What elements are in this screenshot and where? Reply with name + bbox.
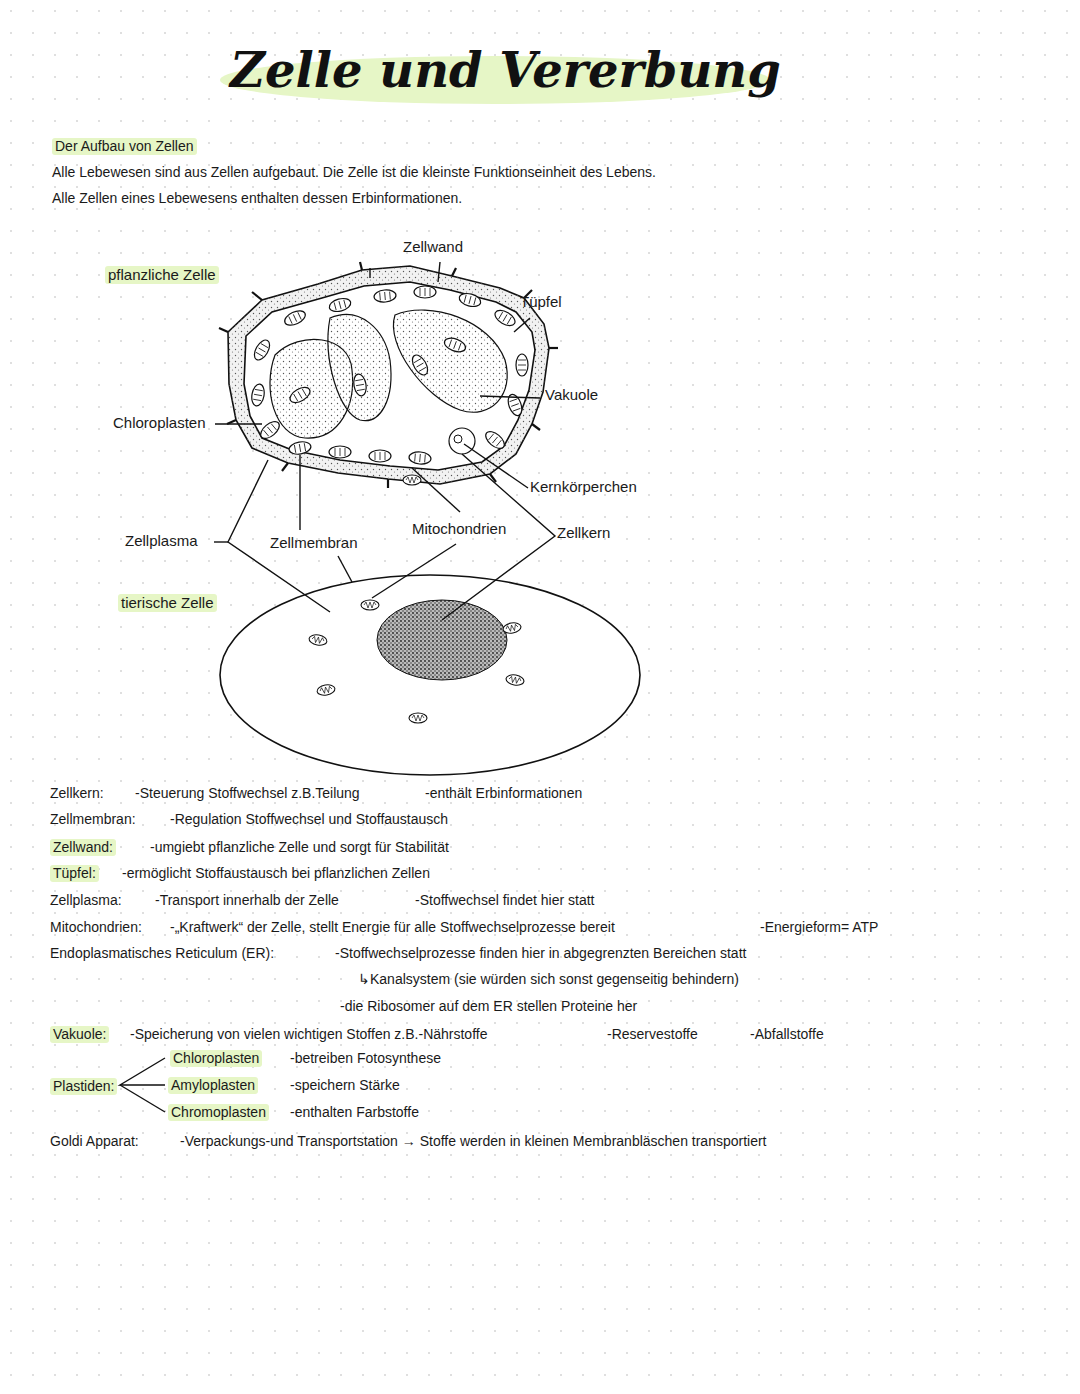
note-text: Der Aufbau von Zellen (52, 138, 197, 155)
definition-text: -„Kraftwerk“ der Zelle, stellt Energie f… (170, 919, 615, 936)
animal-cell (220, 475, 640, 775)
definition-text: Zellplasma: (50, 892, 122, 909)
part-label: Zellplasma (125, 532, 198, 550)
definition-text: Mitochondrien: (50, 919, 142, 936)
part-label: Zellkern (557, 524, 610, 542)
note-text: Alle Zellen eines Lebewesens enthalten d… (52, 190, 462, 207)
definition-text: Chloroplasten (170, 1050, 262, 1067)
definition-text: -Energieform= ATP (760, 919, 878, 936)
nucleus (377, 600, 507, 680)
part-label: Zellwand (403, 238, 463, 256)
definition-text: -Abfallstoffe (750, 1026, 824, 1043)
definition-text: Plastiden: (50, 1078, 117, 1095)
definition-text: -Stoffwechselprozesse finden hier in abg… (335, 945, 746, 962)
cell-wall (228, 266, 549, 484)
definition-text: -Stoffwechsel findet hier statt (415, 892, 595, 909)
plant-cell (219, 262, 558, 488)
definition-text: -die Ribosomer auf dem ER stellen Protei… (340, 998, 637, 1015)
definition-text: -Verpackungs-und Transportstation → Stof… (180, 1133, 767, 1150)
definition-text: Chromoplasten (168, 1104, 269, 1121)
definition-text: -ermöglicht Stoffaustausch bei pflanzlic… (122, 865, 430, 882)
part-label: pflanzliche Zelle (105, 266, 219, 284)
part-label: Mitochondrien (412, 520, 506, 538)
definition-text: -Speicherung von vielen wichtigen Stoffe… (130, 1026, 487, 1043)
definition-text: -umgiebt pflanzliche Zelle und sorgt für… (150, 839, 449, 856)
definition-text: Vakuole: (50, 1026, 109, 1043)
definition-text: -Regulation Stoffwechsel und Stoffaustau… (170, 811, 448, 828)
definition-text: -speichern Stärke (290, 1077, 400, 1094)
definition-text: Tüpfel: (50, 865, 99, 882)
part-label: Kernkörperchen (530, 478, 637, 496)
definition-text: Amyloplasten (168, 1077, 258, 1094)
definition-text: -enthalten Farbstoffe (290, 1104, 419, 1121)
part-label: Chloroplasten (113, 414, 206, 432)
definition-text: -Steuerung Stoffwechsel z.B.Teilung (135, 785, 360, 802)
nucleus (449, 428, 475, 454)
pits (219, 262, 558, 488)
definition-text: Zellwand: (50, 839, 116, 856)
definition-text: -betreiben Fotosynthese (290, 1050, 441, 1067)
page-title: Zelle und Vererbung (230, 42, 781, 98)
note-text: Alle Lebewesen sind aus Zellen aufgebaut… (52, 164, 656, 181)
part-label: Zellmembran (270, 534, 358, 552)
part-label: Tüpfel (520, 293, 562, 311)
cell-membrane (220, 575, 640, 775)
part-label: tierische Zelle (118, 594, 217, 612)
definition-text: Zellkern: (50, 785, 104, 802)
chloroplasts (250, 286, 528, 465)
definition-text: ↳Kanalsystem (sie würden sich sonst gege… (358, 971, 739, 988)
definition-text: Zellmembran: (50, 811, 136, 828)
definition-text: -enthält Erbinformationen (425, 785, 582, 802)
definition-text: -Transport innerhalb der Zelle (155, 892, 339, 909)
part-label: Vakuole (545, 386, 598, 404)
definition-text: Goldi Apparat: (50, 1133, 139, 1150)
definition-text: -Reservestoffe (607, 1026, 698, 1043)
vacuole (328, 314, 391, 420)
mitochondria (308, 475, 524, 723)
definition-text: Endoplasmatisches Reticulum (ER): (50, 945, 274, 962)
cell-membrane (244, 282, 535, 470)
